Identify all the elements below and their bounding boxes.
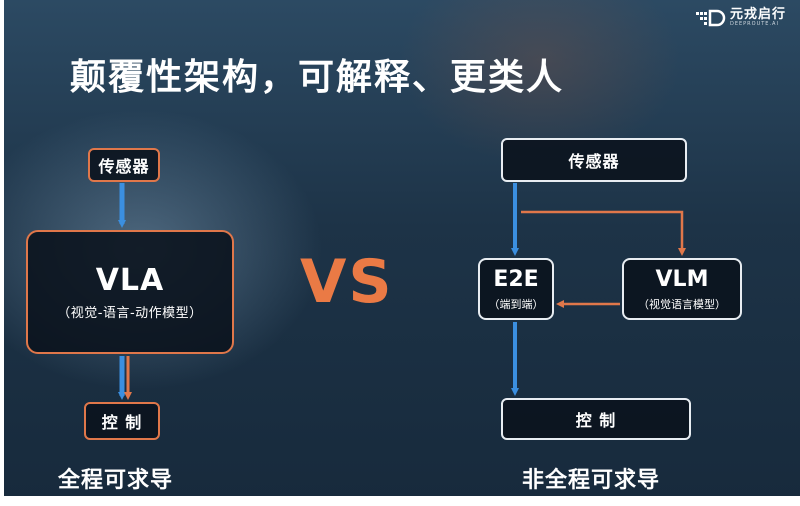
- e2e-description: （端到端）: [488, 297, 544, 311]
- left-sensor-label: 传感器: [98, 157, 150, 176]
- left-control-label: 控 制: [101, 413, 143, 432]
- right-control-box: 控 制: [501, 398, 691, 440]
- bottom-edge-strip: [0, 496, 800, 506]
- right-caption: 非全程可求导: [522, 468, 661, 493]
- e2e-box: E2E （端到端）: [478, 258, 554, 320]
- right-sensor-box: 传感器: [501, 138, 687, 182]
- vla-label: VLA: [95, 262, 165, 298]
- vla-description: （视觉-语言-动作模型）: [57, 305, 203, 321]
- right-sensor-to-vlm-arrow: [521, 210, 686, 256]
- vlm-label: VLM: [655, 266, 709, 292]
- vla-box: VLA （视觉-语言-动作模型）: [26, 230, 234, 354]
- company-logo: 元戎启行 DEEPROUTE.AI: [695, 7, 786, 27]
- vlm-box: VLM （视觉语言模型）: [622, 258, 742, 320]
- logo-subtext: DEEPROUTE.AI: [729, 21, 779, 27]
- left-control-box: 控 制: [84, 402, 160, 440]
- e2e-label: E2E: [493, 266, 539, 292]
- left-caption: 全程可求导: [58, 468, 174, 493]
- page-title: 颠覆性架构，可解释、更类人: [70, 57, 565, 98]
- left-edge-strip: [0, 0, 4, 506]
- logo-text: 元戎启行: [729, 7, 786, 22]
- vs-label: VS: [300, 247, 394, 317]
- left-sensor-box: 传感器: [88, 148, 160, 182]
- right-control-label: 控 制: [575, 411, 617, 430]
- right-sensor-label: 传感器: [568, 152, 620, 171]
- deeproute-logo-icon: [695, 9, 726, 26]
- vlm-description: （视觉语言模型）: [638, 297, 726, 311]
